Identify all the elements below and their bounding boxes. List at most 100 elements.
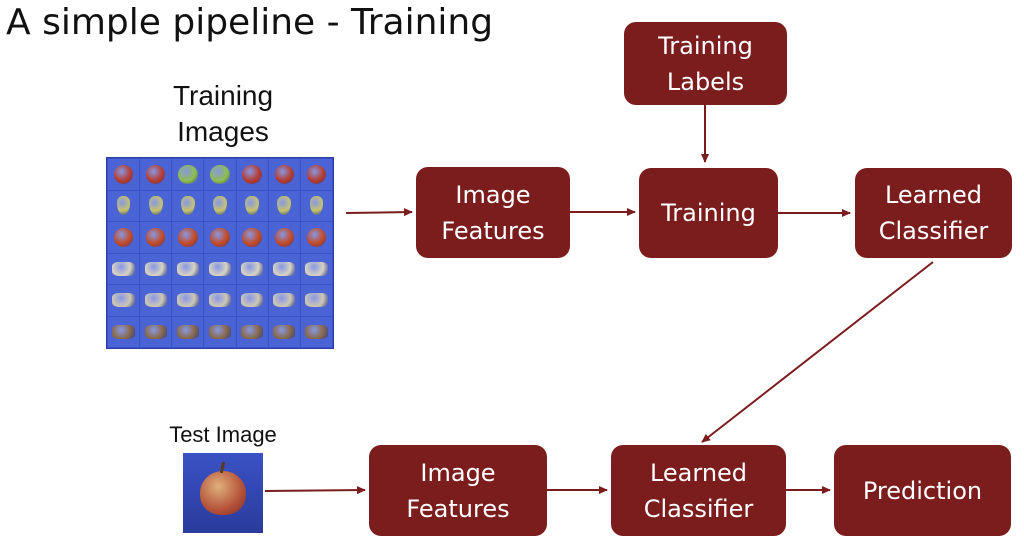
grid-cell-dog (236, 285, 268, 316)
grid-cell-dog (204, 285, 236, 316)
arrow-test-to-features (264, 486, 366, 495)
cow-thumbnail (208, 261, 232, 276)
pear-thumbnail (309, 196, 324, 216)
tomato-thumbnail (113, 227, 134, 247)
tomato-thumbnail (242, 227, 262, 247)
grid-cell-apple (300, 159, 332, 190)
grid-cell-dog (140, 285, 172, 316)
tomato-thumbnail (210, 227, 230, 247)
training-text: Training (661, 199, 756, 227)
grid-cell-dog (108, 285, 140, 316)
grid-cell-tomato (140, 222, 172, 253)
grid-cell-cow (108, 253, 140, 284)
pear-thumbnail (245, 196, 259, 216)
grid-cell-horse (300, 316, 332, 347)
training-labels-box: Training Labels (624, 22, 787, 105)
cow-thumbnail (240, 261, 264, 276)
cow-thumbnail (176, 261, 200, 276)
grid-cell-apple (268, 159, 300, 190)
grid-cell-tomato (204, 222, 236, 253)
grid-cell-dog (172, 285, 204, 316)
dog-thumbnail (305, 293, 328, 308)
learned-classifier-top-text: Learned Classifier (878, 181, 989, 245)
grid-cell-tomato (172, 222, 204, 253)
grid-cell-horse (236, 316, 268, 347)
grid-cell-pear (172, 190, 204, 221)
cow-thumbnail (112, 261, 135, 276)
grid-cell-apple (204, 159, 236, 190)
grid-cell-horse (172, 316, 204, 347)
grid-cell-apple (140, 159, 172, 190)
apple-image (200, 461, 246, 515)
grid-cell-apple (108, 159, 140, 190)
grid-cell-dog (268, 285, 300, 316)
page-title: A simple pipeline - Training (6, 2, 494, 43)
prediction-box: Prediction (834, 445, 1011, 536)
grid-cell-pear (236, 190, 268, 221)
dog-thumbnail (273, 293, 296, 308)
horse-thumbnail (240, 324, 264, 339)
image-features-bottom-text: Image Features (406, 458, 510, 523)
apple-thumbnail (242, 164, 262, 184)
training-images-caption: Training Images (150, 78, 296, 150)
image-features-top-text: Image Features (441, 180, 545, 245)
grid-cell-tomato (236, 222, 268, 253)
grid-cell-pear (268, 190, 300, 221)
learned-classifier-box-bottom: Learned Classifier (611, 445, 786, 536)
dog-thumbnail (144, 293, 167, 308)
pear-thumbnail (213, 196, 227, 216)
tomato-thumbnail (306, 227, 327, 247)
dog-thumbnail (208, 293, 232, 308)
horse-thumbnail (144, 324, 167, 339)
cow-thumbnail (305, 261, 328, 276)
pear-thumbnail (277, 196, 292, 216)
apple-thumbnail (146, 164, 166, 184)
grid-cell-apple (172, 159, 204, 190)
apple-thumbnail (274, 164, 294, 184)
dog-thumbnail (112, 293, 135, 308)
grid-cell-pear (108, 190, 140, 221)
grid-cell-pear (300, 190, 332, 221)
tomato-thumbnail (274, 227, 294, 247)
training-labels-text: Training Labels (658, 31, 753, 96)
image-features-box-bottom: Image Features (369, 445, 547, 536)
apple-thumbnail (113, 164, 134, 184)
grid-cell-cow (300, 253, 332, 284)
horse-thumbnail (208, 324, 232, 339)
cow-thumbnail (144, 261, 167, 276)
cow-thumbnail (273, 261, 296, 276)
grid-cell-cow (236, 253, 268, 284)
apple-thumbnail (306, 164, 327, 184)
horse-thumbnail (305, 324, 328, 339)
grid-cell-horse (140, 316, 172, 347)
pear-thumbnail (181, 196, 195, 216)
grid-cell-tomato (268, 222, 300, 253)
grid-cell-apple (236, 159, 268, 190)
grid-cell-pear (140, 190, 172, 221)
apple-thumbnail (210, 164, 230, 184)
horse-thumbnail (176, 324, 200, 339)
pear-thumbnail (116, 196, 131, 216)
grid-cell-pear (204, 190, 236, 221)
arrow-classifier-down (701, 261, 934, 443)
grid-cell-cow (204, 253, 236, 284)
apple-thumbnail (178, 164, 198, 184)
horse-thumbnail (112, 324, 135, 339)
dog-thumbnail (176, 293, 200, 308)
grid-cell-dog (300, 285, 332, 316)
learned-classifier-bottom-text: Learned Classifier (643, 458, 754, 523)
test-image-caption: Test Image (169, 422, 277, 447)
prediction-text: Prediction (862, 476, 983, 505)
grid-cell-cow (268, 253, 300, 284)
tomato-thumbnail (146, 227, 166, 247)
grid-cell-horse (268, 316, 300, 347)
grid-cell-cow (172, 253, 204, 284)
image-features-box-top: Image Features (416, 167, 570, 258)
grid-cell-tomato (108, 222, 140, 253)
horse-thumbnail (273, 324, 296, 339)
grid-cell-tomato (300, 222, 332, 253)
arrow-grid-to-features (345, 208, 413, 217)
dog-thumbnail (240, 293, 264, 308)
grid-cell-horse (204, 316, 236, 347)
